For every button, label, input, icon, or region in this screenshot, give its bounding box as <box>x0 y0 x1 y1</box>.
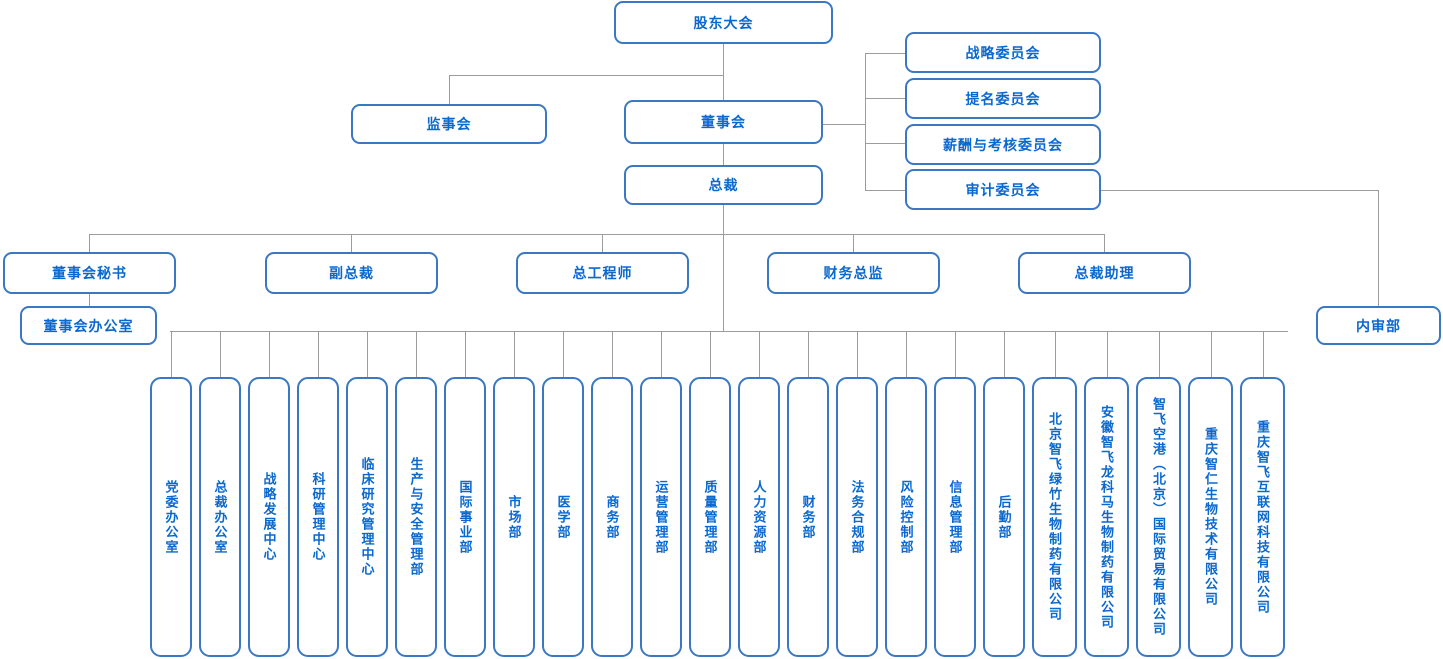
connector-board-supervisory-v <box>449 75 450 104</box>
node-department-12[interactable]: 质量管理部 <box>689 377 731 657</box>
connector-dept-drop-14 <box>808 331 809 377</box>
connector-dept-drop-10 <box>612 331 613 377</box>
node-department-19[interactable]: 北京智飞绿竹生物制药有限公司 <box>1032 377 1077 657</box>
connector-exec-drop-4 <box>853 234 854 252</box>
connector-committee-2 <box>865 98 905 99</box>
connector-audit-internal-v <box>1378 190 1379 306</box>
connector-dept-drop-9 <box>563 331 564 377</box>
node-department-10[interactable]: 商务部 <box>591 377 633 657</box>
node-department-17[interactable]: 信息管理部 <box>934 377 976 657</box>
node-cfo[interactable]: 财务总监 <box>767 252 940 294</box>
node-committee-compensation[interactable]: 薪酬与考核委员会 <box>905 124 1101 165</box>
node-president-assistant[interactable]: 总裁助理 <box>1018 252 1191 294</box>
node-department-8[interactable]: 市场部 <box>493 377 535 657</box>
connector-dept-bus <box>170 331 1288 332</box>
connector-exec-drop-3 <box>602 234 603 252</box>
connector-dept-drop-5 <box>367 331 368 377</box>
connector-dept-drop-16 <box>906 331 907 377</box>
connector-committee-4 <box>865 190 905 191</box>
node-department-21[interactable]: 智飞空港（北京）国际贸易有限公司 <box>1136 377 1181 657</box>
node-board-secretary[interactable]: 董事会秘书 <box>3 252 176 294</box>
node-supervisory-board[interactable]: 监事会 <box>351 104 547 144</box>
node-department-20[interactable]: 安徽智飞龙科马生物制药有限公司 <box>1084 377 1129 657</box>
node-internal-audit-department[interactable]: 内审部 <box>1316 306 1441 345</box>
connector-dept-drop-1 <box>171 331 172 377</box>
connector-dept-drop-3 <box>269 331 270 377</box>
node-department-15[interactable]: 法务合规部 <box>836 377 878 657</box>
connector-dept-drop-13 <box>759 331 760 377</box>
connector-dept-drop-15 <box>857 331 858 377</box>
node-department-5[interactable]: 临床研究管理中心 <box>346 377 388 657</box>
connector-board-president <box>723 144 724 165</box>
node-president[interactable]: 总裁 <box>624 165 823 205</box>
connector-dept-drop-21 <box>1159 331 1160 377</box>
connector-committee-3 <box>865 143 905 144</box>
connector-secretary-office <box>89 294 90 306</box>
connector-dept-drop-18 <box>1004 331 1005 377</box>
connector-dept-drop-7 <box>465 331 466 377</box>
node-department-4[interactable]: 科研管理中心 <box>297 377 339 657</box>
node-committee-audit[interactable]: 审计委员会 <box>905 169 1101 210</box>
node-department-16[interactable]: 风险控制部 <box>885 377 927 657</box>
connector-dept-drop-12 <box>710 331 711 377</box>
node-department-22[interactable]: 重庆智仁生物技术有限公司 <box>1188 377 1233 657</box>
node-department-1[interactable]: 党委办公室 <box>150 377 192 657</box>
node-department-7[interactable]: 国际事业部 <box>444 377 486 657</box>
connector-shareholders-board <box>723 44 724 104</box>
connector-dept-drop-22 <box>1211 331 1212 377</box>
node-department-14[interactable]: 财务部 <box>787 377 829 657</box>
connector-dept-drop-2 <box>220 331 221 377</box>
connector-dept-drop-11 <box>661 331 662 377</box>
connector-dept-drop-6 <box>416 331 417 377</box>
node-department-11[interactable]: 运营管理部 <box>640 377 682 657</box>
node-department-2[interactable]: 总裁办公室 <box>199 377 241 657</box>
node-department-6[interactable]: 生产与安全管理部 <box>395 377 437 657</box>
node-department-18[interactable]: 后勤部 <box>983 377 1025 657</box>
connector-dept-drop-17 <box>955 331 956 377</box>
node-board-office[interactable]: 董事会办公室 <box>20 306 157 345</box>
connector-exec-bus <box>89 234 1105 235</box>
connector-dept-drop-20 <box>1107 331 1108 377</box>
connector-dept-drop-23 <box>1263 331 1264 377</box>
node-department-9[interactable]: 医学部 <box>542 377 584 657</box>
connector-dept-drop-8 <box>514 331 515 377</box>
node-department-3[interactable]: 战略发展中心 <box>248 377 290 657</box>
node-board-of-directors[interactable]: 董事会 <box>624 100 823 144</box>
node-department-13[interactable]: 人力资源部 <box>738 377 780 657</box>
node-department-23[interactable]: 重庆智飞互联网科技有限公司 <box>1240 377 1285 657</box>
node-committee-nomination[interactable]: 提名委员会 <box>905 78 1101 119</box>
connector-exec-drop-5 <box>1104 234 1105 252</box>
connector-president-dept-stem <box>723 205 724 331</box>
connector-dept-drop-4 <box>318 331 319 377</box>
connector-committee-bus <box>865 53 866 190</box>
connector-dept-drop-19 <box>1055 331 1056 377</box>
node-committee-strategy[interactable]: 战略委员会 <box>905 32 1101 73</box>
node-vice-president[interactable]: 副总裁 <box>265 252 438 294</box>
connector-board-supervisory-h <box>449 75 724 76</box>
node-shareholders-meeting[interactable]: 股东大会 <box>614 1 833 44</box>
connector-exec-drop-2 <box>351 234 352 252</box>
connector-exec-drop-1 <box>89 234 90 252</box>
connector-audit-internal-h <box>1101 190 1379 191</box>
connector-committee-1 <box>865 53 905 54</box>
connector-board-committee-stem <box>823 124 865 125</box>
node-chief-engineer[interactable]: 总工程师 <box>516 252 689 294</box>
